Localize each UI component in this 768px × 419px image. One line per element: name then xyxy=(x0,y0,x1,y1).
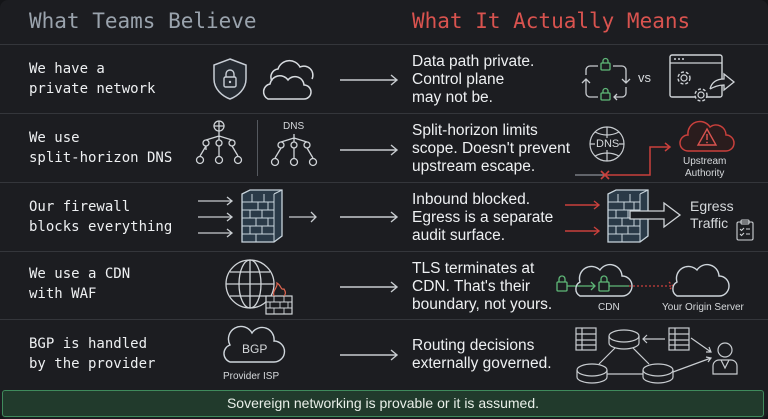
arrow-right-icon xyxy=(340,281,399,293)
shield-lock-icon xyxy=(213,58,247,100)
lock-cycle-icon xyxy=(581,57,631,101)
header: What Teams Believe What It Actually Mean… xyxy=(0,0,768,45)
origin-server-label: Your Origin Server xyxy=(662,302,744,313)
small-arrow-right-icon xyxy=(289,211,317,223)
belief-text: We use a CDN with WAF xyxy=(29,266,131,302)
provider-isp-label: Provider ISP xyxy=(223,371,280,382)
footer-banner: Sovereign networking is provable or it i… xyxy=(2,390,764,417)
arrow-right-icon xyxy=(340,211,399,223)
dns-globe-label: DNS xyxy=(596,138,620,150)
meaning-text: Inbound blocked. Egress is a separate au… xyxy=(412,191,554,244)
arrow-right-icon xyxy=(340,349,399,361)
cloud-icon xyxy=(262,59,314,100)
bgp-cloud-icon xyxy=(223,325,286,363)
arrow-right-icon xyxy=(340,74,399,86)
inbound-arrows-icon xyxy=(198,196,234,238)
meaning-text: Data path private. Control plane may not… xyxy=(412,53,535,106)
meaning-text: TLS terminates at CDN. That's their boun… xyxy=(412,260,553,313)
dns-tree-icon xyxy=(270,134,318,167)
warning-cloud-icon xyxy=(679,120,735,152)
belief-text: BGP is handled by the provider xyxy=(29,336,156,372)
red-arrows-icon xyxy=(565,200,601,236)
firewall-icon xyxy=(607,189,649,243)
globe-tree-icon xyxy=(195,120,243,165)
arrow-right-icon xyxy=(340,144,399,156)
bgp-label: BGP xyxy=(242,342,268,356)
egress-traffic-label: Egress Traffic xyxy=(690,198,734,231)
right-column-title: What It Actually Means xyxy=(412,9,691,33)
cdn-label: CDN xyxy=(598,302,620,313)
meaning-text: Split-horizon limits scope. Doesn't prev… xyxy=(412,122,571,175)
firewall-icon xyxy=(241,189,283,243)
belief-text: We use split-horizon DNS xyxy=(29,130,173,166)
globe-firewall-icon xyxy=(225,259,293,315)
row-bgp: BGP is handled by the provider BGP Provi… xyxy=(0,320,768,388)
left-column-title: What Teams Believe xyxy=(29,9,257,33)
belief-text: We have a private network xyxy=(29,61,156,97)
egress-arrow-icon xyxy=(629,201,682,229)
row-private-network: We have a private network Data path priv… xyxy=(0,45,768,114)
belief-text: Our firewall blocks everything xyxy=(29,199,173,235)
upstream-authority-label: Upstream Authority xyxy=(683,156,727,179)
meaning-text: Routing decisions externally governed. xyxy=(412,337,552,372)
row-firewall: Our firewall blocks everything Inbound b… xyxy=(0,183,768,252)
cdn-cloud-icon xyxy=(556,263,730,297)
dns-tree-label: DNS xyxy=(283,121,305,132)
routing-diagram-icon xyxy=(575,327,738,384)
vs-label: vs xyxy=(638,70,651,85)
row-cdn-waf: We use a CDN with WAF TLS terminates at … xyxy=(0,252,768,320)
divider xyxy=(257,120,258,176)
checklist-icon xyxy=(736,219,754,241)
dns-globe-icon xyxy=(575,126,672,180)
window-gears-icon xyxy=(669,54,736,102)
row-split-horizon-dns: We use split-horizon DNS DNS Split-horiz… xyxy=(0,114,768,183)
